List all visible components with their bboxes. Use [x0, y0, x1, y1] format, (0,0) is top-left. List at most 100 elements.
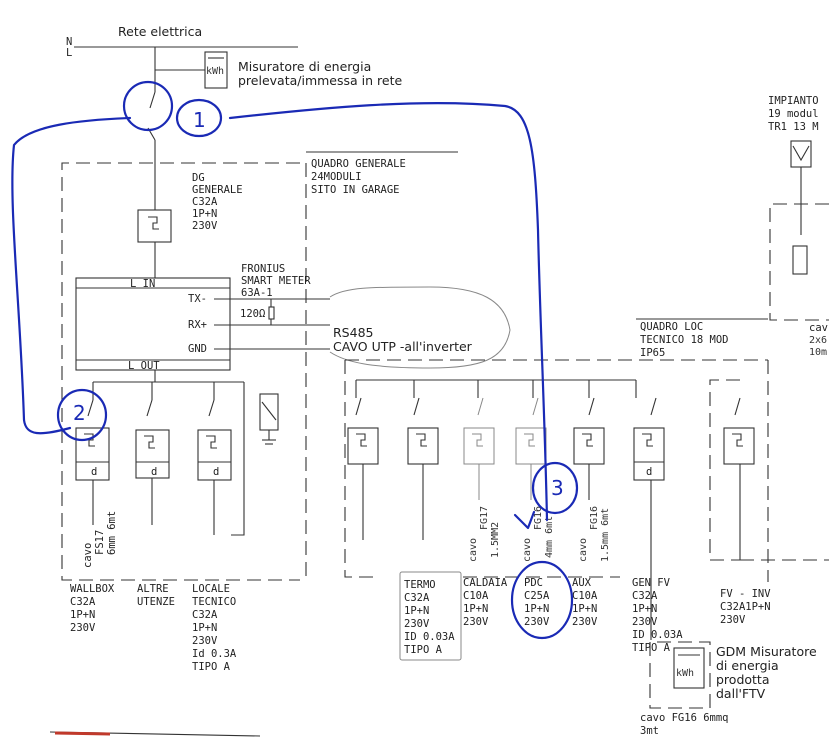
genfv-label-4: 230V: [632, 616, 658, 628]
locale-label-5: 230V: [192, 635, 218, 647]
locale-rcd-label: d: [213, 466, 219, 478]
cable-fg17-1: cavo: [468, 538, 479, 562]
cable-pdc-1: cavo: [522, 538, 533, 562]
fvinv-label-2: C32A1P+N: [720, 601, 771, 613]
impianto-label-1: IMPIANTO: [768, 95, 819, 107]
dg-label-4: 1P+N: [192, 208, 217, 220]
quadro-loc-left-border: [344, 360, 380, 578]
gdm-meter-box: [673, 647, 705, 689]
genfv-rcd-label: d: [646, 466, 652, 478]
pv-module-symbol: [790, 140, 812, 168]
aux-breaker: [573, 380, 605, 500]
pdc-label-4: 230V: [524, 616, 550, 628]
caldaia-label-3: 1P+N: [463, 603, 488, 615]
aux-breaker-symbol: [582, 433, 593, 447]
gdm-cable-1: cavo FG16 6mmq: [640, 712, 729, 724]
gdm-meter-label: kWh: [676, 668, 694, 679]
gdm-desc-4: dall'FTV: [716, 686, 766, 701]
dg-breaker-symbol: [148, 216, 159, 230]
caldaia-breaker: [407, 380, 439, 540]
gdm-meter: kWh GDM Misuratore di energia prodotta d…: [640, 641, 817, 737]
pen-circle-main-switch: [122, 80, 174, 132]
caldaia-label-1: CALDAIA: [463, 577, 508, 589]
cable-wallbox-1: cavo: [82, 543, 94, 568]
cable-aux-3: 1.5mm 6mt: [600, 508, 611, 562]
smart-meter-box: [75, 277, 231, 371]
red-mark: [54, 731, 111, 736]
quadro-loc-title-2: TECNICO 18 MOD: [640, 334, 729, 346]
pen-circle-1-label: 1: [193, 108, 206, 132]
pen-circle-2-label: 2: [73, 401, 86, 425]
pen-annotations: 1 2 3: [11, 80, 579, 640]
termination-resistor: [268, 306, 275, 320]
smart-meter-pin-gnd: GND: [188, 343, 207, 355]
loc-circuit-labels: TERMO C32A 1P+N 230V ID 0.03A TIPO A CAL…: [399, 571, 771, 661]
inverter-frame: [769, 203, 829, 321]
pdc-breaker-symbol: [524, 433, 535, 447]
cable-fg17-2: FG17: [479, 506, 490, 530]
aux-label-4: 230V: [572, 616, 598, 628]
altre-switch: [146, 399, 153, 417]
wallbox-label-4: 230V: [70, 622, 96, 634]
genfv-label-3: 1P+N: [632, 603, 657, 615]
genfv-label-6: TIPO A: [632, 642, 671, 654]
pen-route-line-1: [228, 102, 549, 522]
grid-switch-blade: [149, 91, 156, 109]
fv-inv-border: [709, 379, 740, 561]
impianto-fv: IMPIANTO 19 modul TR1 13 M cav 2x6 10m: [768, 95, 829, 358]
pen-arrow-tick: [513, 510, 536, 530]
pen-circle-3-label: 3: [551, 476, 564, 500]
quadro-generale-border: [61, 162, 300, 581]
wallbox-rcd-label: d: [91, 466, 97, 478]
cable-aux-2: FG16: [589, 506, 600, 530]
gdm-desc-3: prodotta: [716, 672, 770, 687]
wallbox-label-3: 1P+N: [70, 609, 95, 621]
termo-label-6: TIPO A: [404, 644, 443, 656]
impianto-cavo-line2: 2x6: [809, 335, 827, 346]
aux-switch: [588, 397, 595, 416]
wallbox-breaker: d: [75, 399, 110, 525]
pdc-label-1: PDC: [524, 577, 543, 589]
line-label: L: [66, 47, 72, 59]
cable-wallbox-3: 6mm 6mt: [106, 511, 118, 555]
resistor-label: 120Ω: [240, 308, 265, 320]
locale-label-1: LOCALE: [192, 583, 230, 595]
quadro-generale: QUADRO GENERALE 24MODULI SITO IN GARAGE …: [61, 151, 511, 581]
grid-meter-desc-1: Misuratore di energia: [238, 59, 371, 74]
pen-circle-3: [531, 461, 579, 515]
smart-meter-pin-tx: TX-: [188, 293, 207, 305]
pdc-label-3: 1P+N: [524, 603, 549, 615]
grid-meter-label: kWh: [206, 66, 224, 77]
wallbox-label-1: WALLBOX: [70, 583, 115, 595]
quadro-generale-title-1: QUADRO GENERALE: [311, 158, 406, 170]
fvinv-breaker-box: [723, 427, 755, 465]
pdc-label-2: C25A: [524, 590, 550, 602]
grid-title: Rete elettrica: [118, 24, 202, 39]
termo-label-2: C32A: [404, 592, 430, 604]
smart-meter-title-2: SMART METER: [241, 275, 311, 287]
locale-label-7: TIPO A: [192, 661, 231, 673]
locale-breaker: d: [197, 399, 232, 535]
fvinv-breaker-symbol: [732, 433, 743, 447]
cable-pdc-2: FG16: [533, 506, 544, 530]
spd-wire: [231, 382, 245, 536]
dg-breaker-box: [137, 209, 172, 243]
quadro-loc-title-1: QUADRO LOC: [640, 321, 703, 333]
grid-meter-desc-2: prelevata/immessa in rete: [238, 73, 402, 88]
aux-label-2: C10A: [572, 590, 598, 602]
dg-label-3: C32A: [192, 196, 218, 208]
pdc-breaker: [515, 380, 547, 500]
smart-meter-pin-rx: RX+: [188, 319, 207, 331]
fvinv-label-3: 230V: [720, 614, 746, 626]
quadro-generale-title-2: 24MODULI: [311, 171, 362, 183]
quadro-loc: QUADRO LOC TECNICO 18 MOD IP65: [344, 318, 829, 582]
termo-label-3: 1P+N: [404, 605, 429, 617]
locale-label-4: 1P+N: [192, 622, 217, 634]
neutral-label: N: [66, 36, 72, 48]
cable-aux-1: cavo: [578, 538, 589, 562]
rs485-label: RS485: [333, 325, 373, 340]
genfv-label-5: ID 0.03A: [632, 629, 683, 641]
qg-circuit-labels: WALLBOX C32A 1P+N 230V ALTRE UTENZE LOCA…: [70, 583, 237, 673]
impianto-label-2: 19 modul: [768, 108, 819, 120]
smart-meter-title-1: FRONIUS: [241, 263, 285, 275]
